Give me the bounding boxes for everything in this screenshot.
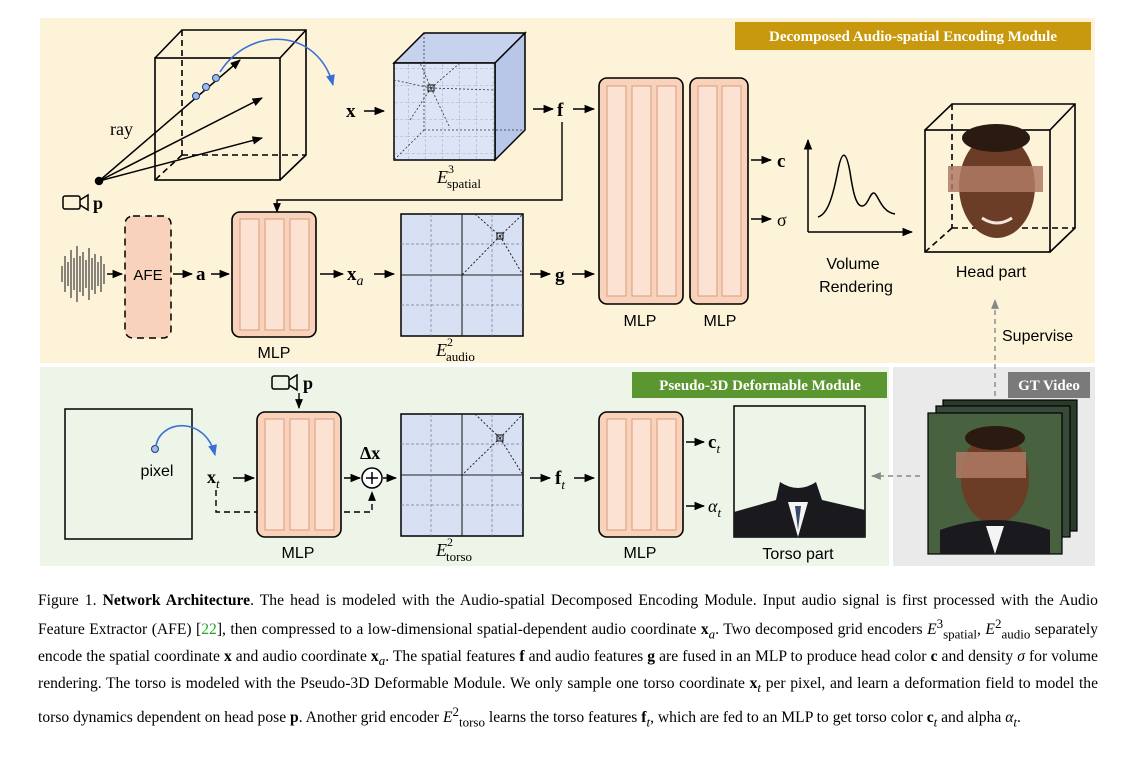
head-part-label: Head part (956, 264, 1027, 281)
ray-label: ray (110, 119, 133, 139)
figure-caption: Figure 1. Network Architecture. The head… (38, 592, 1098, 729)
pixel-label: pixel (141, 463, 174, 480)
camera-icon-torso (271, 373, 298, 392)
x-coordinate-label: x (346, 101, 356, 122)
add-operator-icon (361, 467, 383, 489)
audio-grid-encoder (400, 213, 524, 337)
head-mlp-2-label: MLP (704, 313, 737, 330)
afe-label: AFE (133, 267, 162, 284)
deform-mlp-block (256, 411, 342, 538)
torso-mlp-label: MLP (624, 545, 657, 562)
head-mlp-2-block (689, 77, 749, 305)
ray-volume-cube (154, 29, 307, 181)
afe-block (124, 215, 172, 339)
head-module-title: Decomposed Audio-spatial Encoding Module (769, 29, 1057, 45)
spatial-grid-encoder (392, 31, 527, 162)
audio-mlp-block (231, 211, 317, 338)
xt-label: xt (207, 467, 220, 491)
torso-module-title: Pseudo-3D Deformable Module (659, 378, 861, 394)
torso-part-label: Torso part (762, 546, 834, 563)
volume-rendering-label-2: Rendering (819, 279, 893, 296)
head-module-panel (40, 18, 1095, 363)
head-render-face (948, 124, 1043, 238)
color-c-label: c (777, 151, 785, 172)
xa-label: xa (347, 264, 364, 289)
camera-pose-label-torso: p (303, 373, 313, 393)
delta-x-label: Δx (360, 443, 380, 463)
head-mlp-1-block (598, 77, 684, 305)
f-to-audio-mlp-arrow (273, 122, 563, 213)
torso-mlp-block (598, 411, 684, 538)
pixel-to-xt-arrow (155, 425, 217, 457)
ray-sample-points (192, 74, 220, 100)
head-mlp-1-label: MLP (624, 313, 657, 330)
density-sigma-label: σ (777, 210, 787, 230)
torso-render-image (734, 482, 865, 537)
f-label: f (557, 100, 564, 121)
a-label: a (196, 264, 206, 285)
gt-video-frames (927, 399, 1078, 555)
head-module-banner (735, 22, 1091, 50)
volume-rendering-plot (803, 138, 914, 237)
torso-module-banner (632, 372, 887, 398)
deform-mlp-label: MLP (282, 545, 315, 562)
gt-video-banner (1008, 372, 1090, 398)
torso-grid-encoder (400, 413, 524, 537)
image-plane (64, 408, 193, 540)
audio-mlp-label: MLP (258, 345, 291, 362)
sample-to-x-arrow (219, 38, 335, 87)
camera-pose-label: p (93, 193, 103, 213)
supervise-label: Supervise (1002, 328, 1073, 345)
volume-rendering-label-1: Volume (826, 256, 879, 273)
pixel-point (151, 445, 159, 453)
alpha-t-label: αt (708, 496, 721, 520)
camera-icon (62, 193, 89, 212)
architecture-diagram: Decomposed Audio-spatial Encoding Module… (40, 18, 1095, 566)
g-label: g (555, 265, 565, 286)
audio-waveform (61, 246, 105, 302)
gt-video-title: GT Video (1018, 378, 1080, 394)
ct-label: ct (708, 432, 720, 456)
ft-label: ft (555, 468, 565, 492)
